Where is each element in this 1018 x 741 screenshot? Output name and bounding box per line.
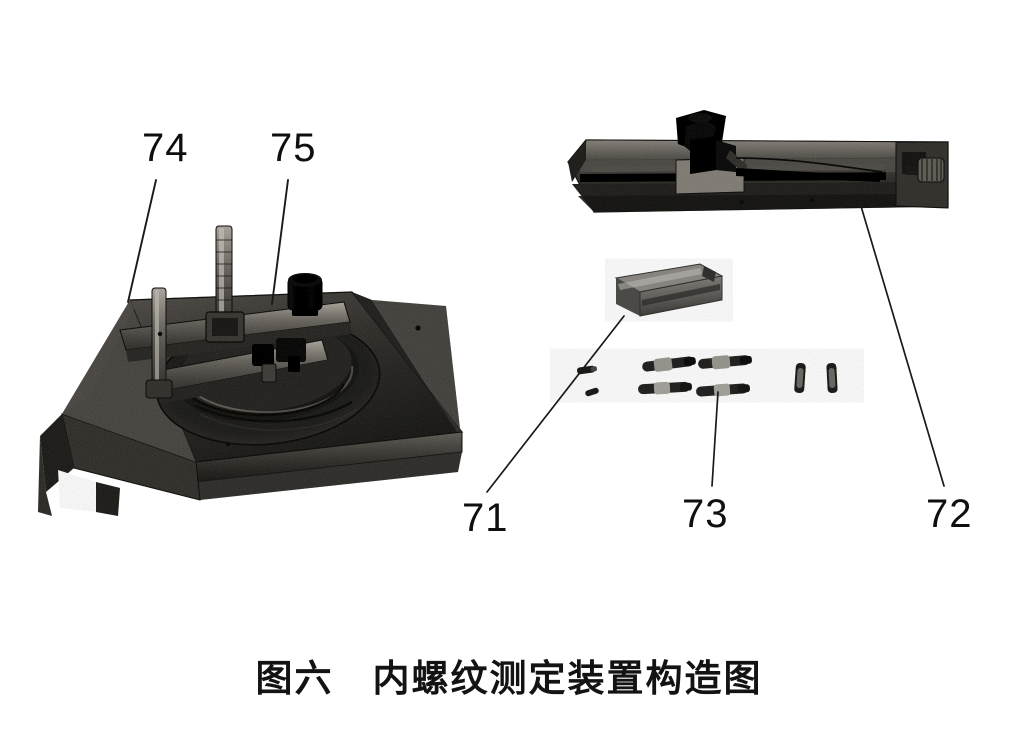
leader-line-71 xyxy=(486,315,625,493)
callout-72: 72 xyxy=(926,492,973,536)
leader-line-73 xyxy=(711,391,719,487)
leader-line-75 xyxy=(271,179,289,305)
callout-74: 74 xyxy=(142,126,189,170)
callout-71: 71 xyxy=(462,496,509,540)
figure-caption: 图六 内螺纹测定装置构造图 xyxy=(255,657,763,700)
adjustment-knob xyxy=(287,273,323,316)
callout-73: 73 xyxy=(682,492,729,536)
photo-gauge-block xyxy=(614,263,724,317)
leader-line-72 xyxy=(857,195,945,487)
photo-rail-assembly xyxy=(567,110,949,213)
photo-probe-pins xyxy=(576,355,838,397)
dark-clamp-block xyxy=(676,110,736,174)
photo-left-apparatus xyxy=(38,225,464,516)
knurled-thumbscrew xyxy=(906,157,945,183)
callout-75: 75 xyxy=(270,126,317,170)
leader-lines xyxy=(127,179,945,493)
leader-line-74 xyxy=(127,179,157,303)
